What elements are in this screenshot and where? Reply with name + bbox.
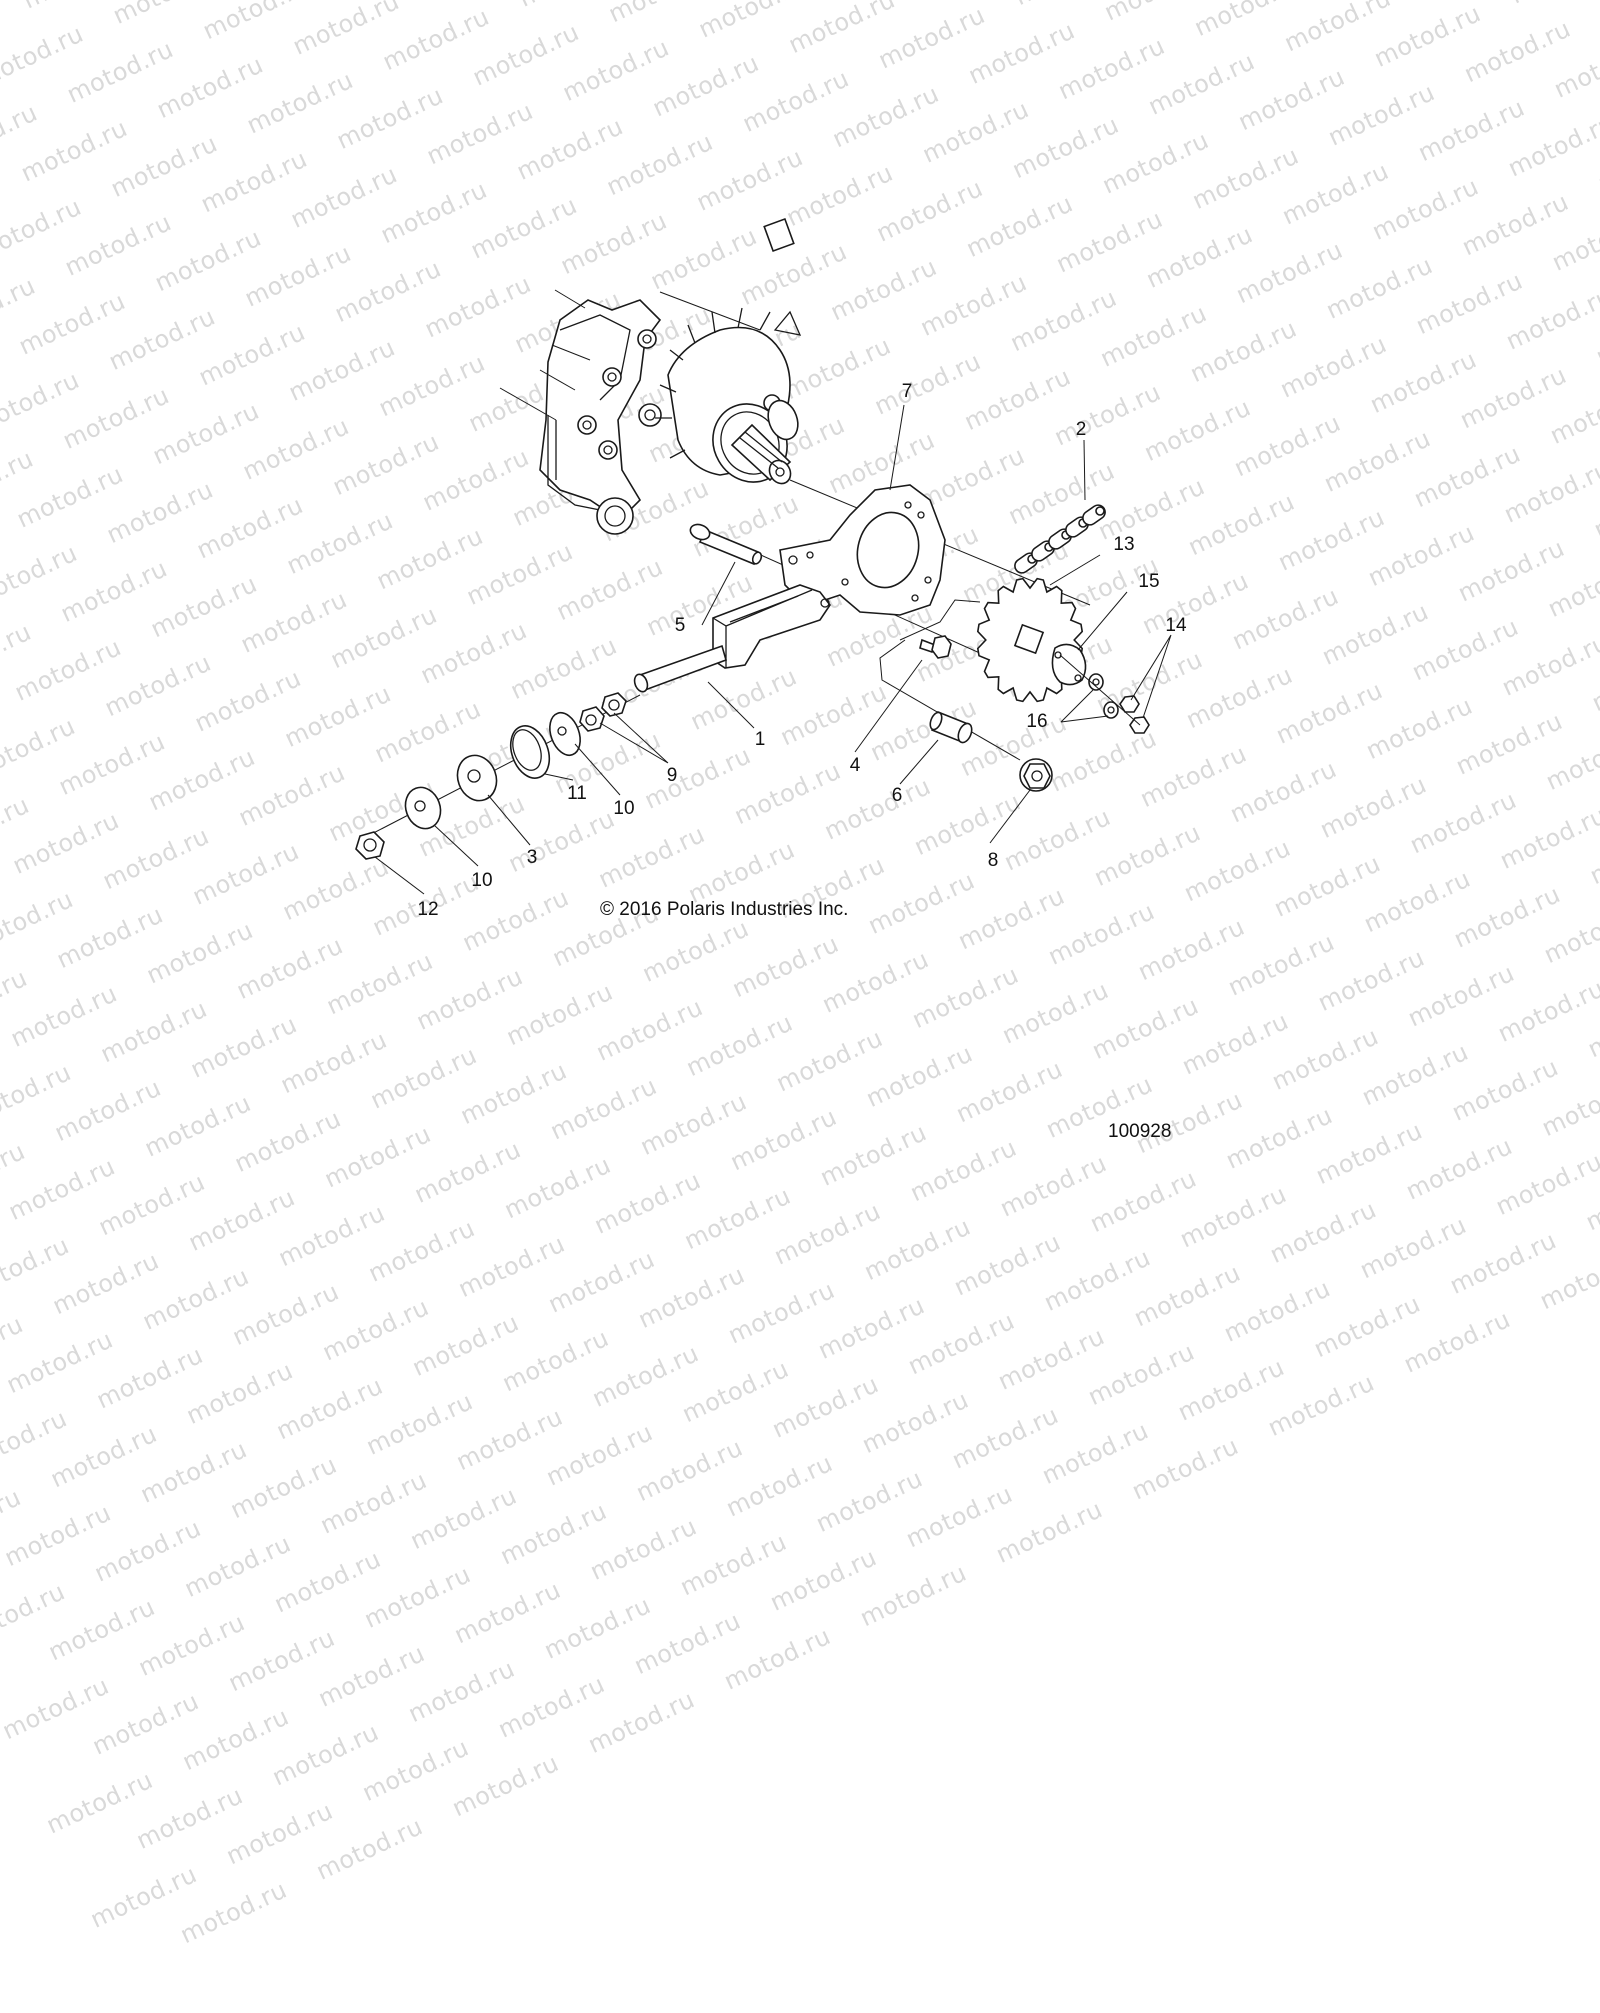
callout-part-12[interactable]: 12 <box>417 899 439 920</box>
callout-part-10b[interactable]: 10 <box>471 870 493 891</box>
callout-part-1[interactable]: 1 <box>754 729 766 750</box>
part-6-spacer <box>929 710 973 744</box>
callout-part-16[interactable]: 16 <box>1026 711 1048 732</box>
engine-case <box>499 217 802 535</box>
part-retainer-plate <box>1051 643 1150 734</box>
callout-part-4[interactable]: 4 <box>849 755 861 776</box>
part-8-flange-nut <box>1019 758 1053 792</box>
copyright-notice: © 2016 Polaris Industries Inc. <box>600 899 849 920</box>
part-4-bolt <box>919 635 952 659</box>
figure-id: 100928 <box>1108 1121 1172 1142</box>
diagram-artwork <box>355 217 1172 895</box>
part-7-bracket-plate <box>779 484 946 616</box>
part-2-chain <box>1014 504 1106 574</box>
callout-part-10a[interactable]: 10 <box>613 798 635 819</box>
callout-part-3[interactable]: 3 <box>526 847 538 868</box>
callout-part-14[interactable]: 14 <box>1165 615 1187 636</box>
callout-part-13[interactable]: 13 <box>1113 534 1135 555</box>
part-5-pin-bolt <box>689 523 763 566</box>
hardware-stack <box>355 692 627 860</box>
callout-part-6[interactable]: 6 <box>891 785 903 806</box>
callout-part-9[interactable]: 9 <box>666 765 678 786</box>
callout-part-7[interactable]: 7 <box>901 381 913 402</box>
leader-lines <box>374 404 1172 895</box>
callout-part-8[interactable]: 8 <box>987 850 999 871</box>
callout-part-15[interactable]: 15 <box>1138 571 1160 592</box>
callout-part-5[interactable]: 5 <box>674 615 686 636</box>
callout-part-2[interactable]: 2 <box>1075 419 1087 440</box>
callout-part-11[interactable]: 11 <box>567 783 587 804</box>
part-1-idler-arm <box>633 584 831 693</box>
